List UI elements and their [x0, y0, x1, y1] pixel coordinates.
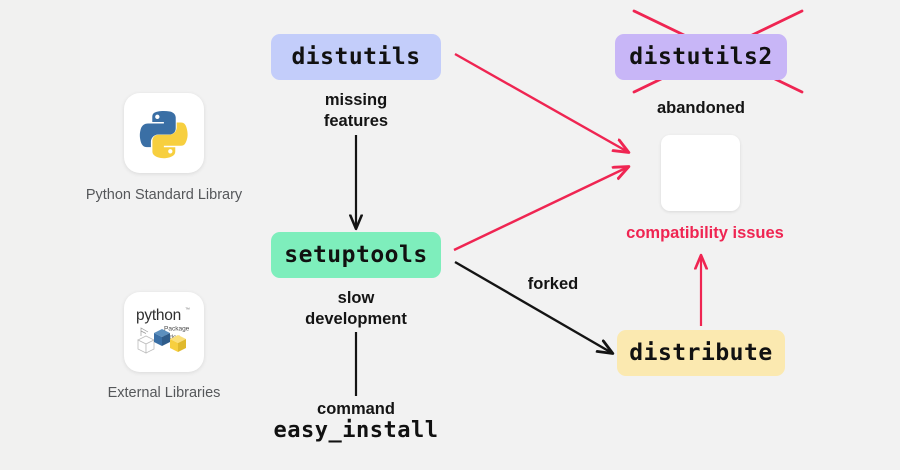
edge-label-abandoned: abandoned — [656, 99, 745, 117]
python-logo-icon — [139, 111, 188, 159]
edge-label-command: command — [317, 400, 395, 418]
pypi-logo-icon: python ™ Package Index — [136, 307, 190, 354]
python-standard-library-tile[interactable] — [124, 93, 204, 173]
edge-setuptools-distribute — [454, 260, 612, 353]
external-libraries-tile[interactable]: python ™ Package Index — [124, 292, 204, 372]
background-strip — [0, 0, 80, 470]
python-standard-library-caption: Python Standard Library — [85, 187, 243, 203]
node-distutils2[interactable]: distutils2 — [615, 34, 787, 80]
edge-label-compatibility-issues: compatibility issues — [626, 224, 784, 242]
node-distutils[interactable]: distutils — [271, 34, 441, 80]
edge-setuptools-blank — [453, 167, 628, 252]
edge-label-slow-development: slow development — [305, 289, 407, 329]
node-distribute[interactable]: distribute — [617, 330, 785, 376]
svg-text:Package: Package — [164, 326, 190, 333]
external-libraries-caption: External Libraries — [107, 385, 221, 401]
node-blank-placeholder-card[interactable] — [661, 135, 740, 211]
node-easy-install: easy_install — [273, 418, 439, 443]
node-setuptools[interactable]: setuptools — [271, 232, 441, 278]
svg-text:™: ™ — [185, 307, 190, 313]
svg-text:Index: Index — [164, 334, 181, 341]
edge-label-forked: forked — [527, 275, 579, 293]
edge-label-missing-features: missing features — [323, 91, 389, 131]
edge-distutils-blank — [454, 52, 628, 152]
svg-text:python: python — [136, 307, 181, 324]
